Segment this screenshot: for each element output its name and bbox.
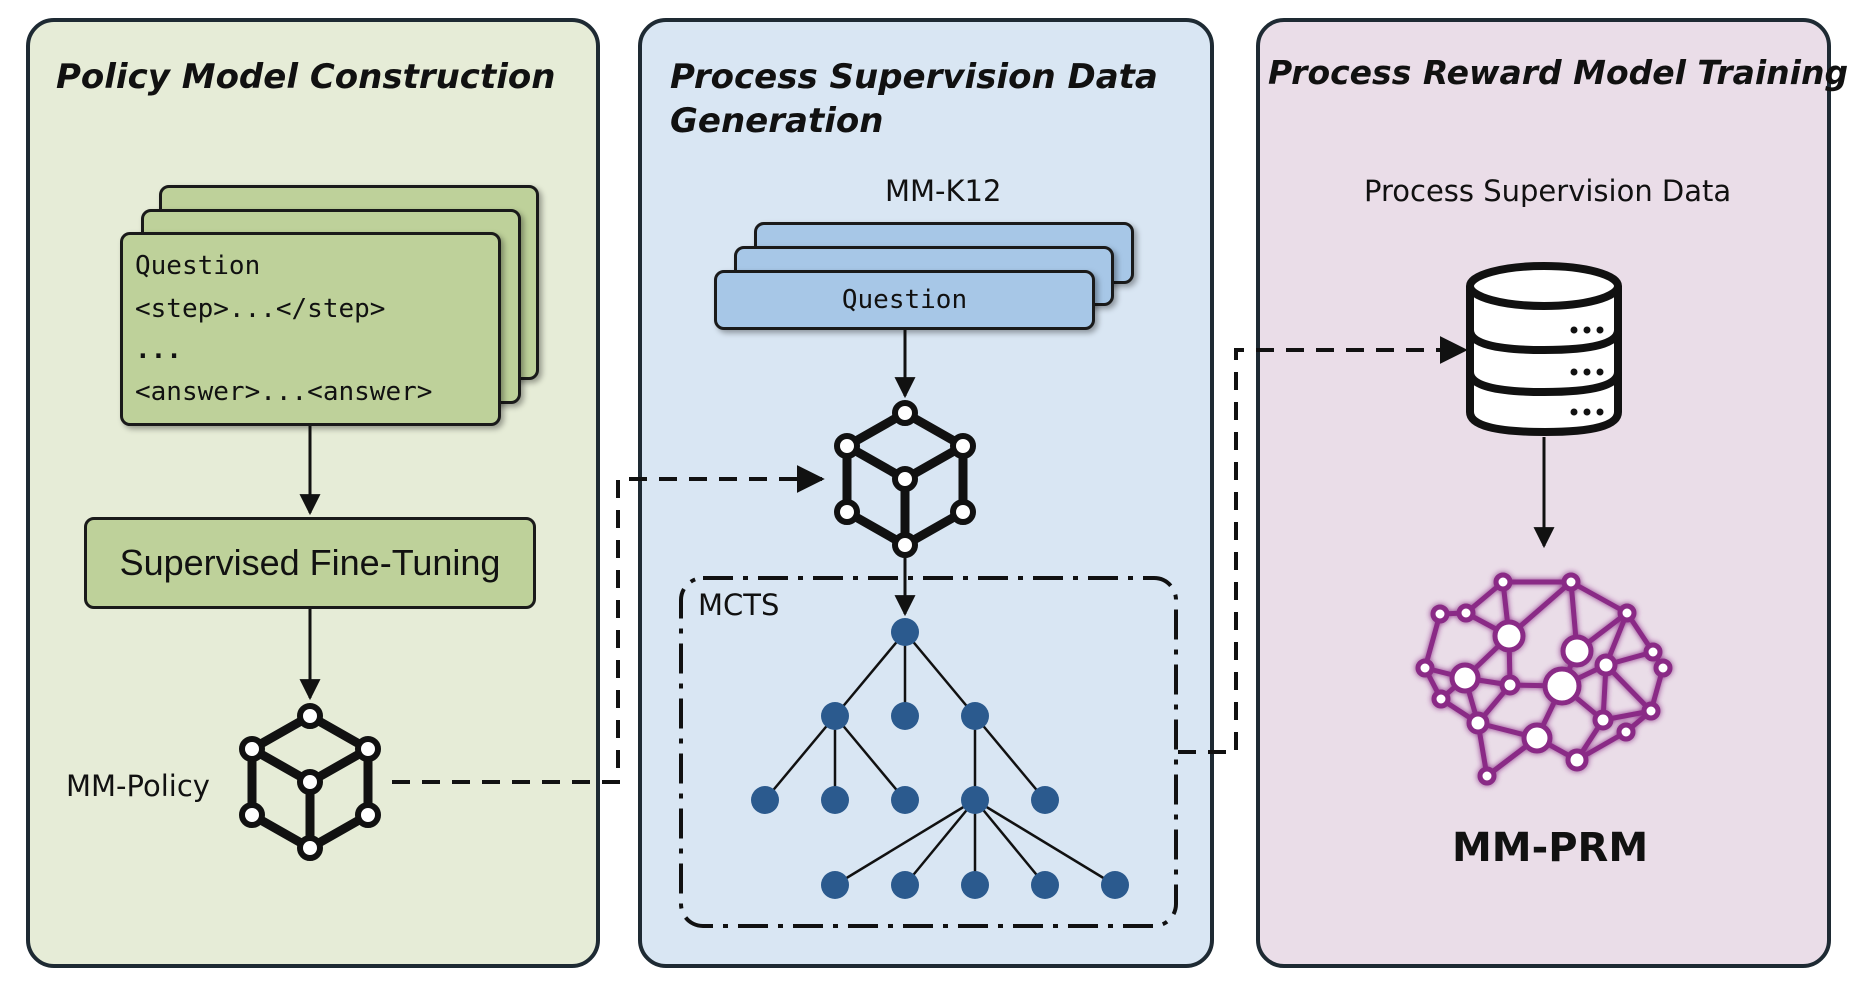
data-panel-title-line1: Process Supervision Data [670, 57, 1158, 97]
prm-model-label: MM-PRM [1452, 825, 1649, 871]
prm-data-label: Process Supervision Data [1364, 174, 1732, 208]
data-panel-title-line2: Generation [670, 101, 884, 141]
card-line-answer: <answer>...<answer> [135, 377, 433, 407]
policy-panel-title: Policy Model Construction [56, 57, 556, 97]
card-line-ellipsis: ... [135, 335, 182, 365]
sft-box: Supervised Fine-Tuning [84, 517, 536, 609]
card-line-step: <step>...</step> [135, 294, 386, 324]
prm-panel-title: Process Reward Model Training [1268, 53, 1849, 92]
dataset-question-card: Question [714, 270, 1095, 330]
policy-panel [26, 18, 600, 968]
card-line-question: Question [135, 251, 261, 281]
data-generation-panel [638, 18, 1214, 968]
dataset-label: MM-K12 [885, 174, 1002, 208]
question-card: Question <step>...</step> ... <answer>..… [120, 232, 501, 426]
dataset-question-label: Question [841, 285, 968, 315]
mcts-label: MCTS [698, 588, 780, 622]
policy-model-label: MM-Policy [66, 769, 210, 803]
